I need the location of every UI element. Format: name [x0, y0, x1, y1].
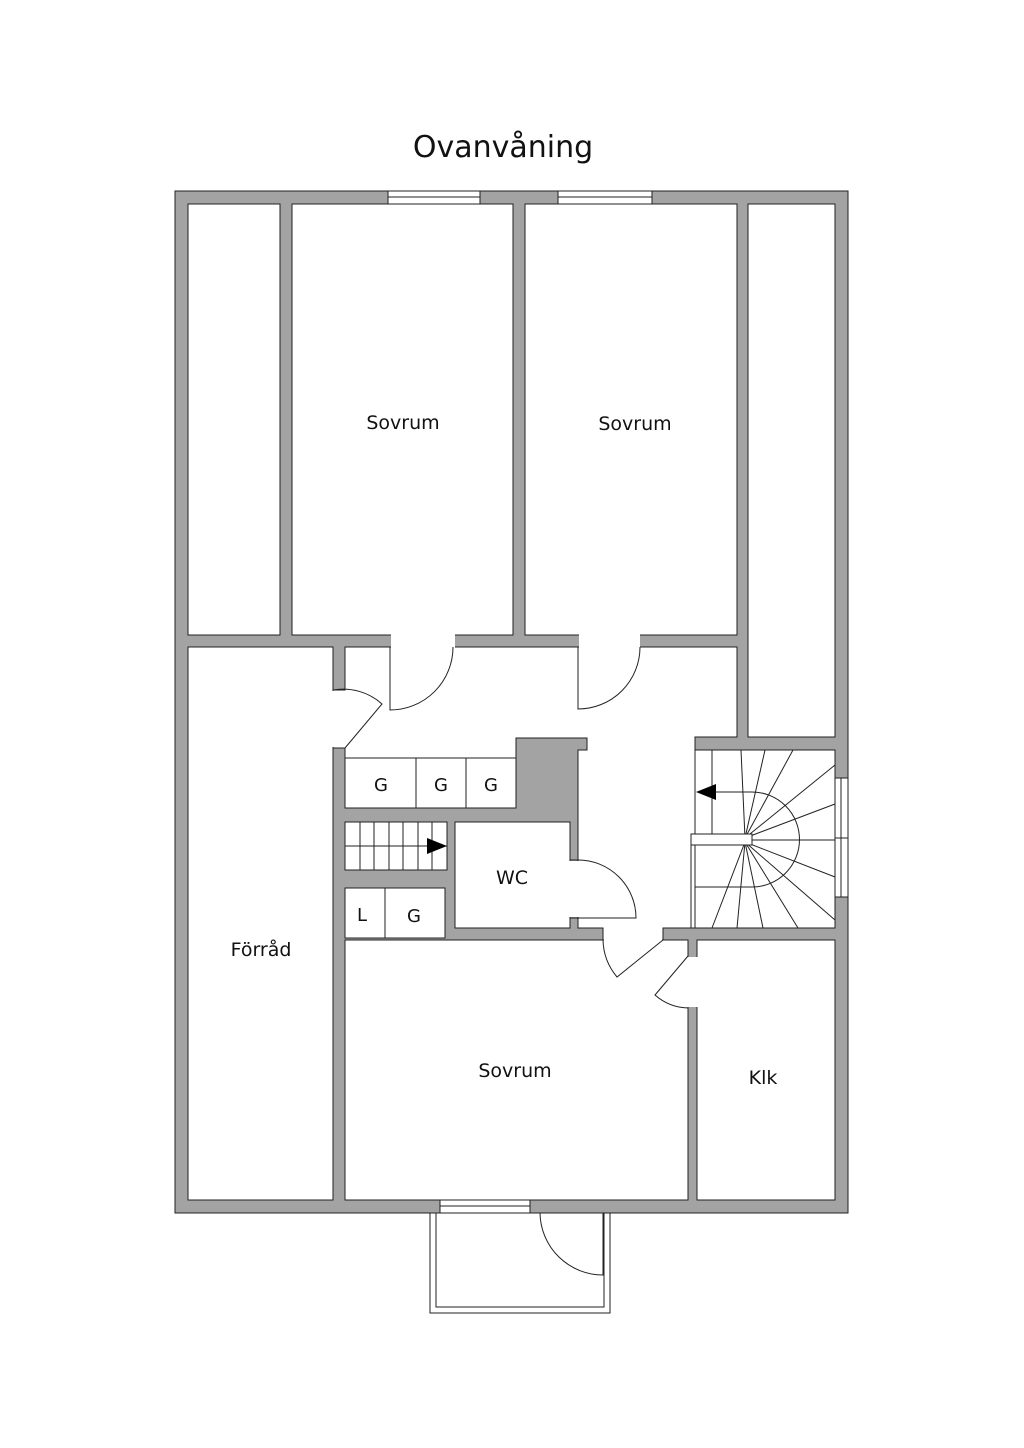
label-g4: G — [407, 906, 421, 927]
wardrobe-g1 — [344, 757, 417, 809]
label-storage: Förråd — [231, 938, 292, 961]
door-bedroom-2[interactable] — [577, 646, 641, 710]
storage-room — [187, 646, 334, 1201]
door-wc[interactable] — [577, 859, 637, 919]
door-balcony[interactable] — [539, 1212, 604, 1276]
door-closet[interactable] — [654, 955, 689, 1009]
walk-in-closet — [696, 939, 836, 1201]
window-bottom — [439, 1199, 531, 1214]
door-storage[interactable] — [332, 688, 383, 749]
window-right — [834, 777, 849, 898]
window-top-1 — [387, 190, 481, 205]
label-bedroom-1: Sovrum — [366, 412, 439, 434]
door-bedroom-3[interactable] — [602, 939, 664, 978]
closet-top-left — [187, 203, 281, 636]
wardrobe-g3 — [465, 757, 517, 809]
label-l: L — [357, 905, 367, 926]
label-bedroom-3: Sovrum — [478, 1060, 551, 1082]
label-g1: G — [374, 775, 388, 796]
plan-title: Ovanvåning — [413, 130, 593, 165]
linen-closet — [344, 887, 386, 939]
label-wc: WC — [496, 867, 528, 889]
label-g2: G — [434, 775, 448, 796]
label-g3: G — [484, 775, 498, 796]
wc-room — [454, 821, 571, 929]
arrow-left-icon — [696, 784, 716, 800]
closet-top-right — [747, 203, 836, 738]
bedroom-3 — [344, 939, 689, 1201]
label-bedroom-2: Sovrum — [598, 413, 671, 435]
small-stairs-steps — [345, 822, 447, 870]
door-bedroom-1[interactable] — [389, 646, 454, 711]
arrow-right-icon — [427, 838, 447, 854]
staircase-steps — [690, 749, 836, 929]
wardrobe-g4 — [384, 887, 446, 939]
bedroom-1 — [291, 203, 514, 636]
balcony — [429, 1213, 611, 1314]
label-closet: Klk — [749, 1067, 778, 1089]
window-top-2 — [557, 190, 653, 205]
